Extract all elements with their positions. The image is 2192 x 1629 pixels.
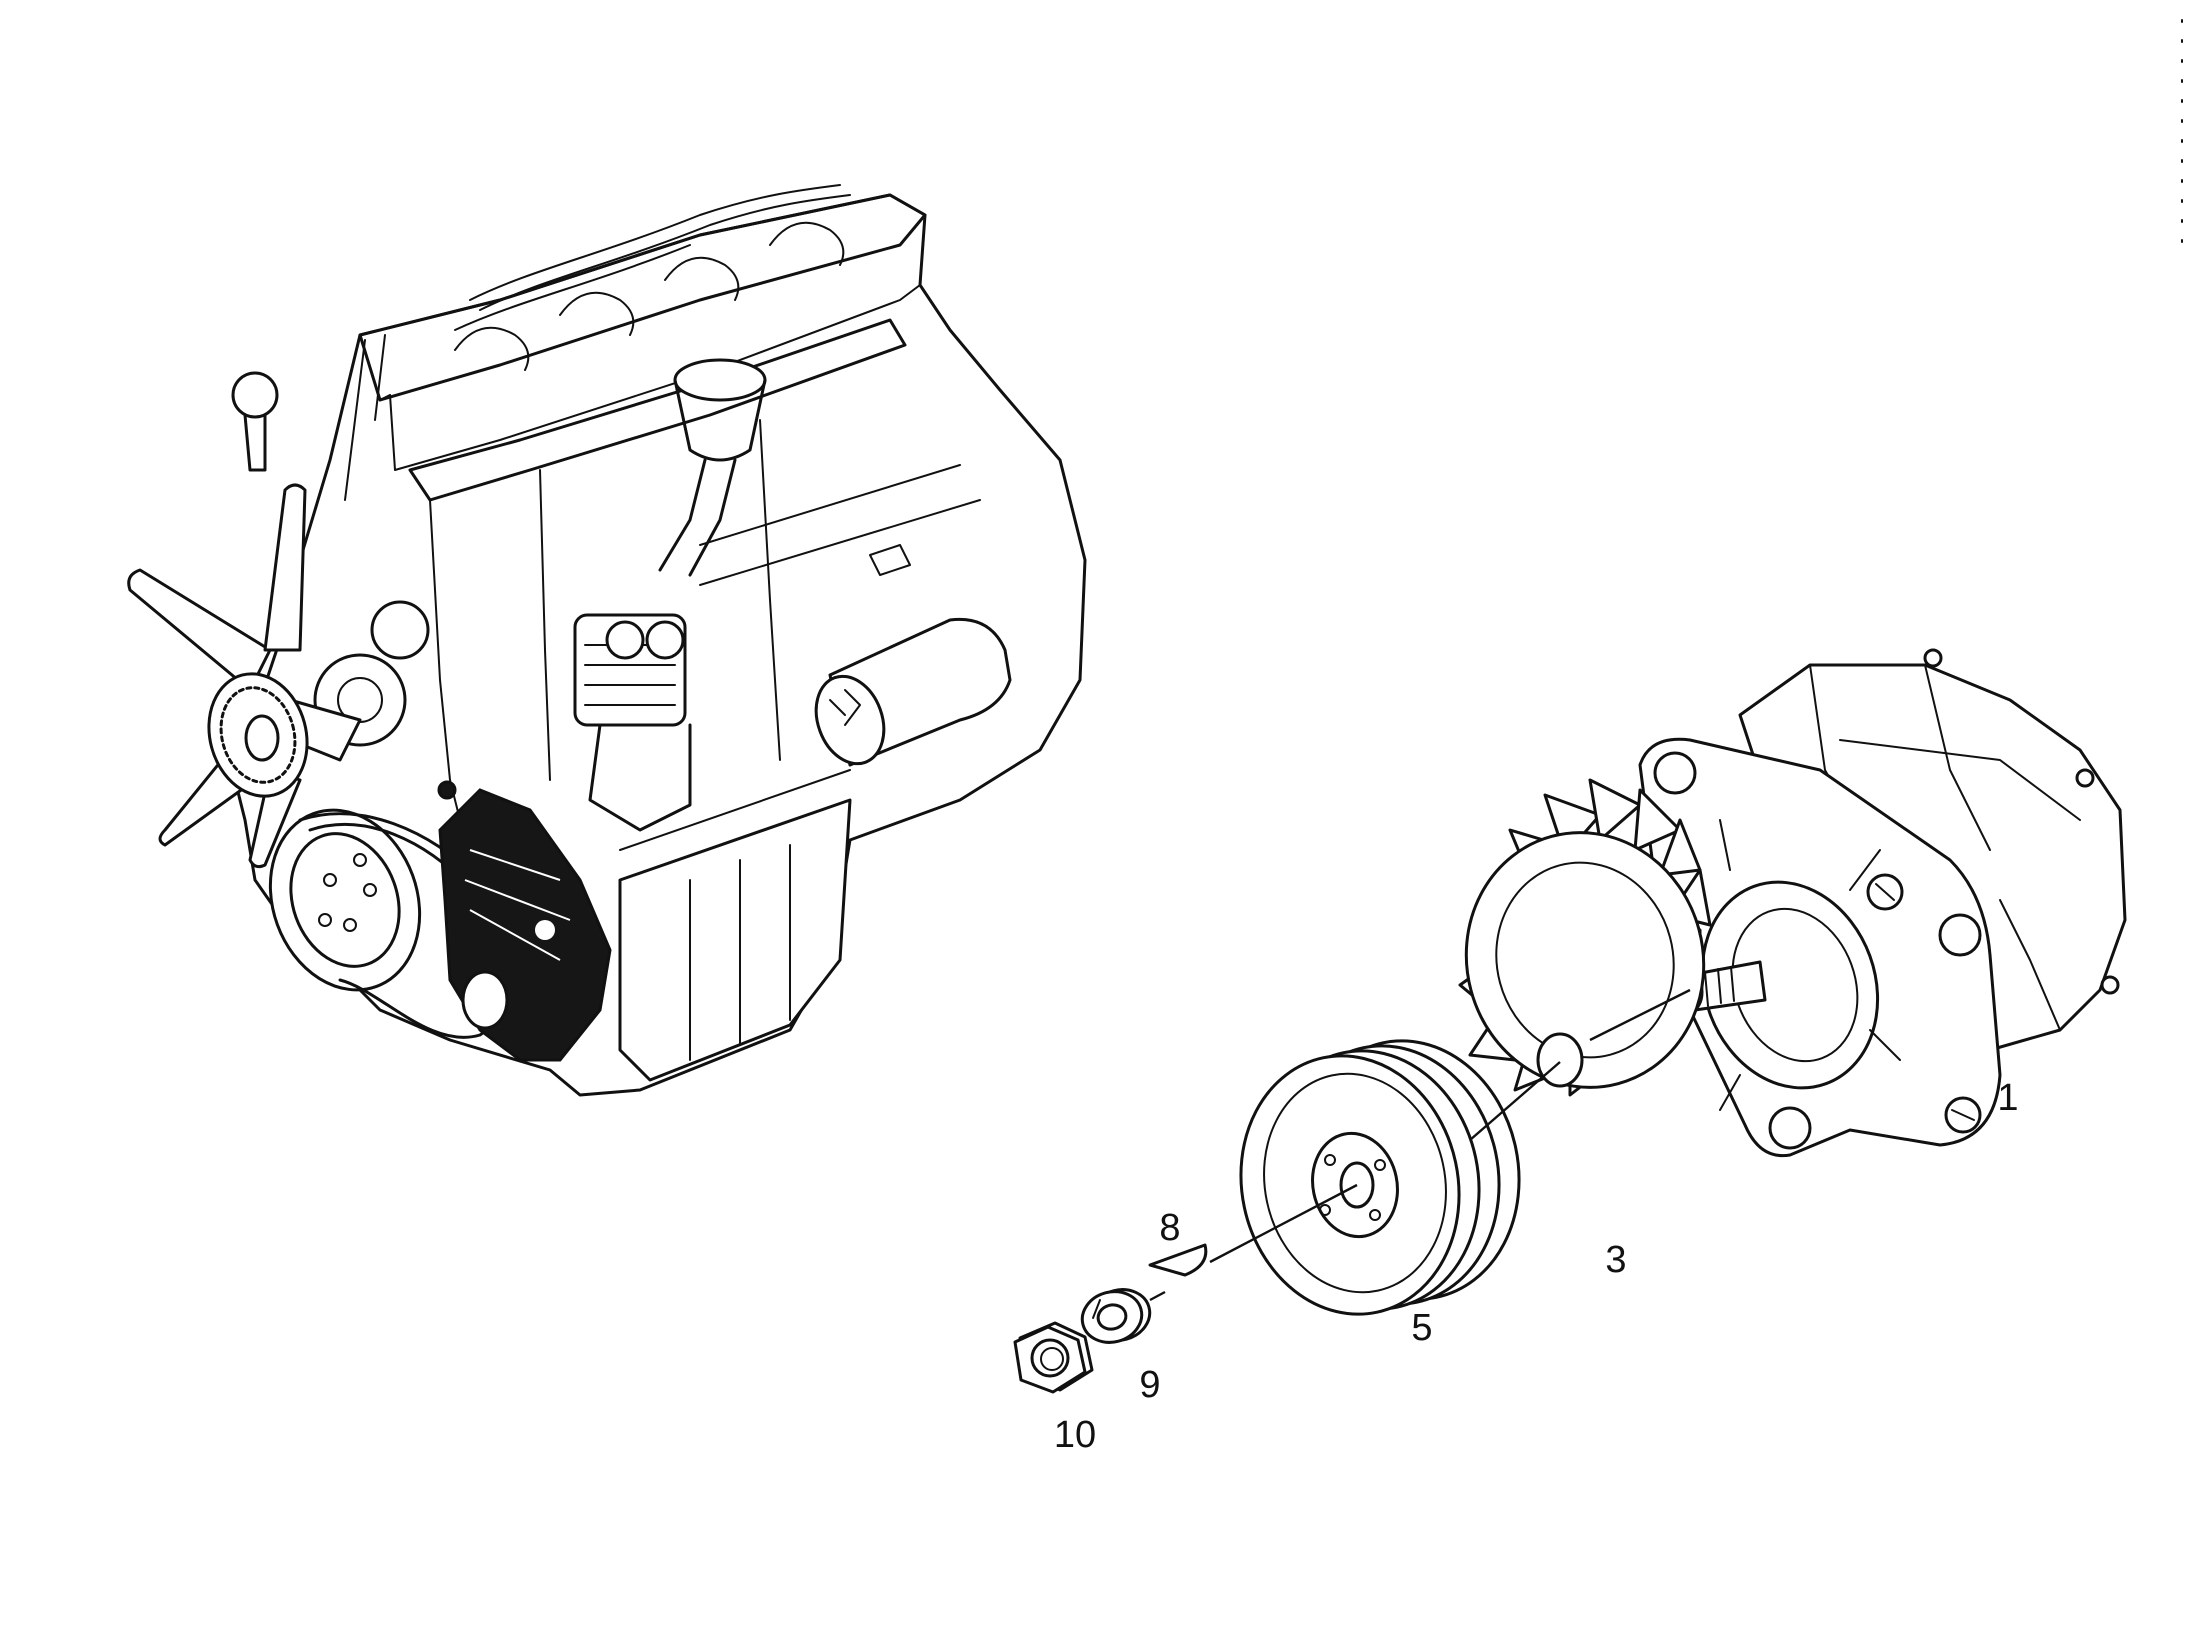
assembly-axis-line: [1209, 988, 1691, 1264]
callout-alternator: 1: [1997, 1077, 2018, 1119]
callout-pulley: 5: [1411, 1307, 1432, 1349]
alternator-part: [1638, 648, 2127, 1158]
callout-key: 8: [1159, 1207, 1180, 1249]
hex-nut-part: [1013, 1321, 1094, 1394]
pulley-part: [1239, 1039, 1521, 1316]
engine-assembly: [127, 184, 1087, 1097]
fan-part: [1458, 778, 1712, 1097]
washer-part: [1080, 1288, 1152, 1344]
callout-fan: 3: [1605, 1239, 1626, 1281]
callout-washer: 9: [1139, 1364, 1160, 1406]
callout-nut: 10: [1054, 1414, 1096, 1456]
woodruff-key-part: [1148, 1243, 1208, 1277]
assembly-axis-line: [1149, 1290, 1166, 1302]
